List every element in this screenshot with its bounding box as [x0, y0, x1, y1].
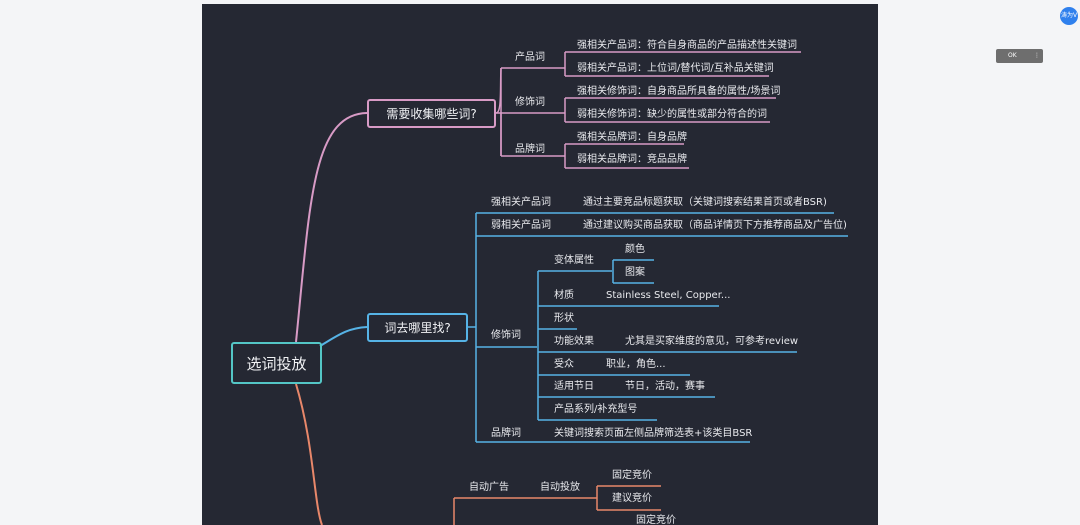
- root-node[interactable]: 选词投放: [231, 342, 322, 384]
- variant-color[interactable]: 颜色: [625, 244, 645, 255]
- weak-brand-words[interactable]: 弱相关品牌词：竞品品牌: [577, 154, 687, 165]
- holiday[interactable]: 适用节日: [554, 381, 594, 392]
- connector: [295, 383, 323, 525]
- group-product-words[interactable]: 产品词: [515, 52, 545, 63]
- source-weak-product-desc[interactable]: 通过建议购买商品获取（商品详情页下方推荐商品及广告位): [583, 220, 847, 231]
- group-modifier-words[interactable]: 修饰词: [515, 97, 545, 108]
- fixed-bid[interactable]: 固定竞价: [612, 470, 652, 481]
- strong-modifier-words[interactable]: 强相关修饰词：自身商品所具备的属性/场景词: [577, 86, 781, 97]
- auto-ads[interactable]: 自动广告: [469, 482, 509, 493]
- branch-where-to-find[interactable]: 词去哪里找?: [367, 313, 468, 342]
- holiday-examples[interactable]: 节日，活动，赛事: [625, 381, 705, 392]
- weak-modifier-words[interactable]: 弱相关修饰词：缺少的属性或部分符合的词: [577, 109, 767, 120]
- source-modifier-words[interactable]: 修饰词: [491, 330, 521, 341]
- material[interactable]: 材质: [554, 290, 574, 301]
- weak-product-words[interactable]: 弱相关产品词：上位词/替代词/互补品关键词: [577, 63, 774, 74]
- group-brand-words[interactable]: 品牌词: [515, 144, 545, 155]
- zoom-label[interactable]: OK: [1008, 52, 1017, 59]
- connector: [295, 112, 368, 343]
- strong-brand-words[interactable]: 强相关品牌词：自身品牌: [577, 132, 687, 143]
- auto-targeting[interactable]: 自动投放: [540, 482, 580, 493]
- source-brand-words-desc[interactable]: 关键词搜索页面左侧品牌筛选表+该类目BSR: [554, 428, 753, 439]
- mindmap-canvas[interactable]: 选词投放 需要收集哪些词? 产品词 强相关产品词：符合自身商品的产品描述性关键词…: [202, 4, 878, 525]
- strong-product-words[interactable]: 强相关产品词：符合自身商品的产品描述性关键词: [577, 40, 797, 51]
- branch-collect-words[interactable]: 需要收集哪些词?: [367, 99, 496, 128]
- material-examples[interactable]: Stainless Steel, Copper...: [606, 290, 731, 301]
- function-effect[interactable]: 功能效果: [554, 336, 594, 347]
- variant-pattern[interactable]: 图案: [625, 267, 645, 278]
- shape[interactable]: 形状: [554, 313, 574, 324]
- connector: [319, 326, 368, 347]
- connector-lines: [295, 51, 848, 525]
- user-avatar[interactable]: 涛为V: [1060, 7, 1078, 25]
- audience-examples[interactable]: 职业，角色...: [606, 359, 666, 370]
- audience[interactable]: 受众: [554, 359, 574, 370]
- source-weak-product[interactable]: 弱相关产品词: [491, 220, 551, 231]
- variant-attributes[interactable]: 变体属性: [554, 255, 594, 266]
- more-menu-icon[interactable]: ⋮: [1034, 52, 1040, 59]
- source-strong-product-desc[interactable]: 通过主要竞品标题获取（关键词搜索结果首页或者BSR): [583, 197, 827, 208]
- suggested-bid[interactable]: 建议竞价: [612, 493, 652, 504]
- zoom-control[interactable]: OK ⋮: [996, 49, 1043, 63]
- fixed-bid-2[interactable]: 固定竞价: [636, 515, 676, 525]
- function-effect-note[interactable]: 尤其是买家维度的意见，可参考review: [625, 336, 799, 347]
- source-strong-product[interactable]: 强相关产品词: [491, 197, 551, 208]
- source-brand-words[interactable]: 品牌词: [491, 428, 521, 439]
- product-series[interactable]: 产品系列/补充型号: [554, 404, 638, 415]
